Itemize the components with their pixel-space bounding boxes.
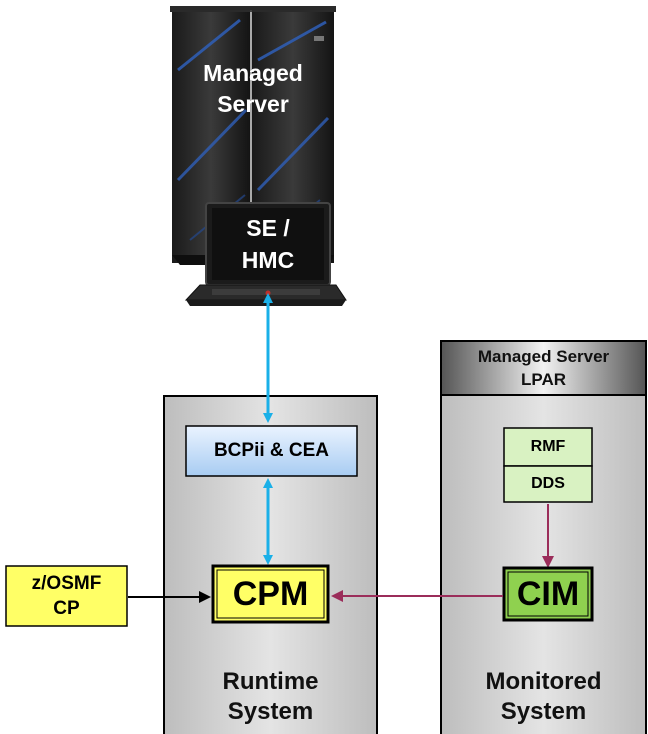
bcpii-box	[185, 425, 358, 477]
runtime-system-title: Runtime System	[164, 667, 377, 727]
managed-server-line1: Managed	[203, 60, 303, 86]
laptop-illustration	[184, 202, 347, 306]
lpar-header-line2: LPAR	[520, 370, 566, 389]
runtime-title-line1: Runtime	[222, 668, 319, 695]
cpm-box	[211, 564, 330, 624]
cpm-label: CPM	[232, 575, 309, 613]
lpar-header-bar	[440, 340, 647, 396]
zosmf-label: z/OSMF CP	[6, 571, 127, 621]
monitored-system-panel	[440, 340, 647, 734]
rmf-label: RMF	[530, 438, 566, 455]
bcpii-label: BCPii & CEA	[213, 440, 330, 461]
dds-box	[503, 465, 593, 503]
runtime-title-line2: System	[227, 698, 314, 725]
dds-label: DDS	[531, 475, 565, 492]
monitored-system-title: Monitored System	[441, 667, 646, 727]
zosmf-line2: CP	[53, 598, 80, 619]
cim-label: CIM	[516, 575, 580, 613]
managed-server-label: Managed Server	[172, 58, 334, 120]
monitored-title-line2: System	[500, 698, 587, 725]
zosmf-box	[5, 565, 128, 627]
se-hmc-line1: SE /	[246, 215, 290, 241]
cim-box	[502, 566, 594, 622]
zosmf-line1: z/OSMF	[31, 573, 102, 594]
se-hmc-label: SE / HMC	[212, 212, 324, 276]
lpar-header-line1: Managed Server	[477, 347, 610, 366]
lpar-header-label: Managed Server LPAR	[441, 345, 646, 391]
monitored-title-line1: Monitored	[485, 668, 602, 695]
managed-server-line2: Server	[217, 91, 289, 117]
se-hmc-line2: HMC	[241, 247, 295, 273]
